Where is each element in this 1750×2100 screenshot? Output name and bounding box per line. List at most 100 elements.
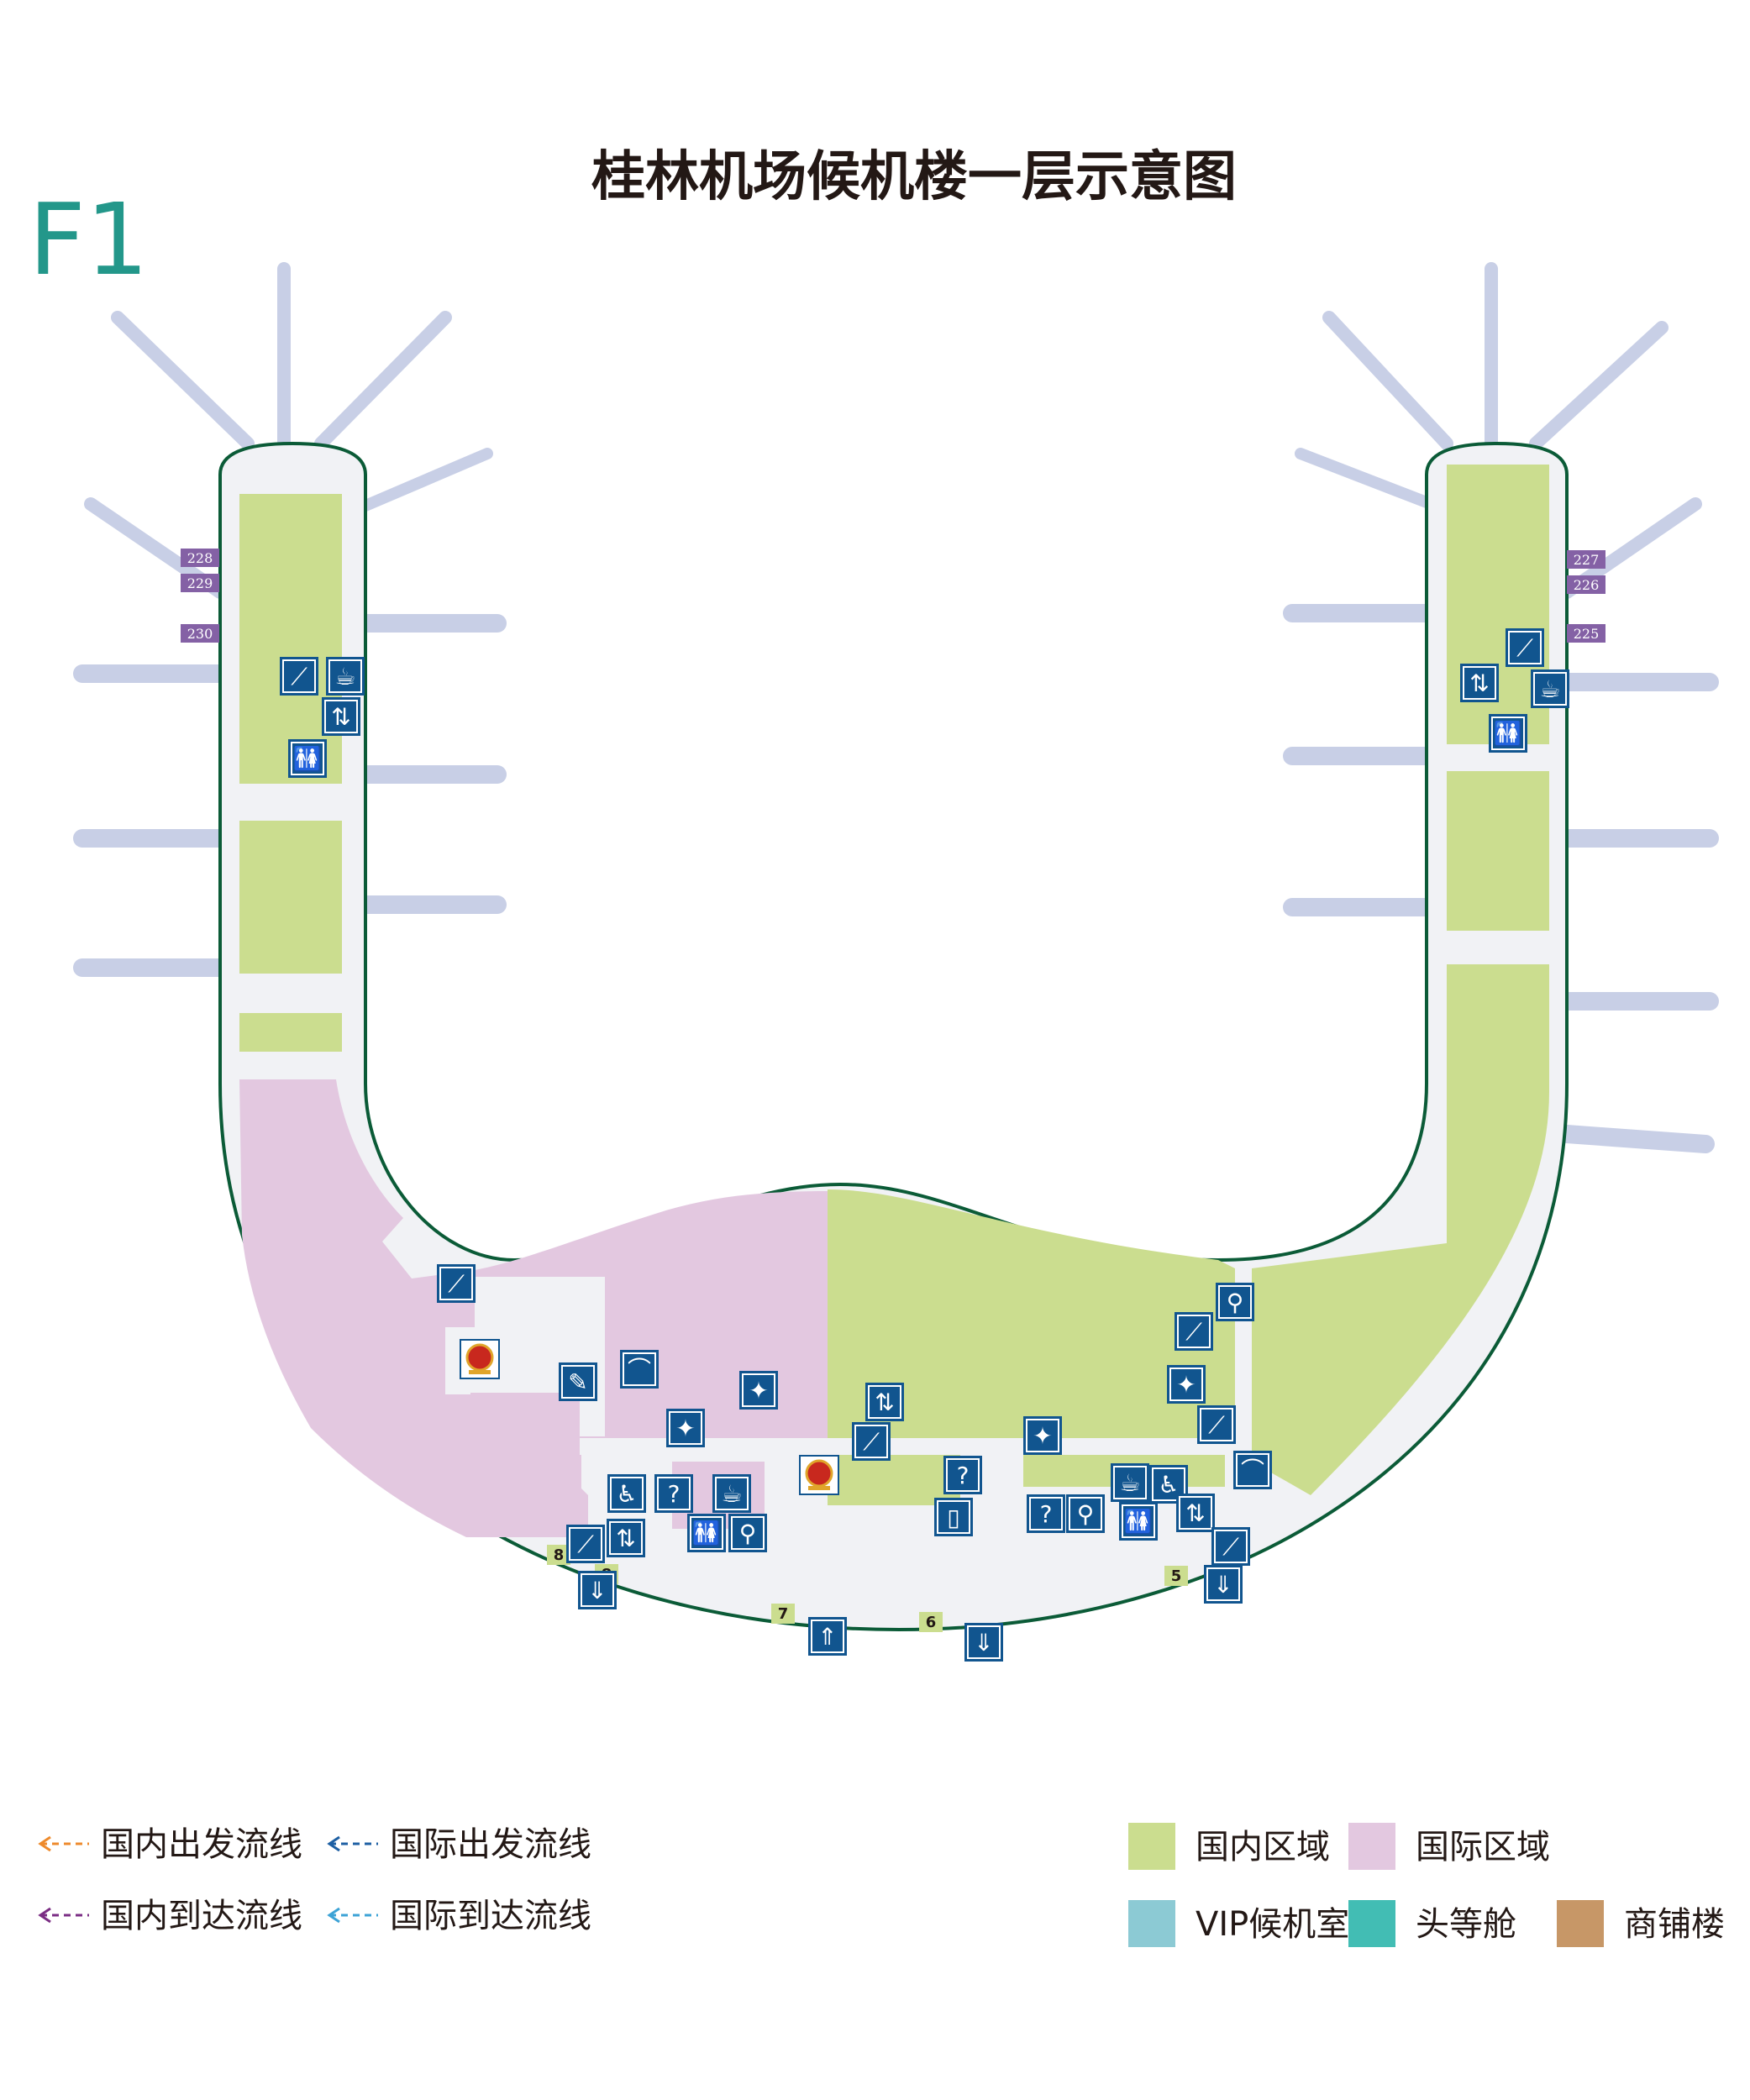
police-emblem-icon <box>460 1339 500 1379</box>
icon-tile <box>1066 1494 1105 1533</box>
domestic-zone <box>1447 771 1549 931</box>
icon-tile <box>1204 1565 1243 1604</box>
icon-frame <box>610 1477 644 1510</box>
legend-label: VIP候机室 <box>1196 1905 1349 1944</box>
entrance-icon: ⇓ <box>578 1571 617 1609</box>
icon-glyph: ⇅ <box>616 1525 635 1552</box>
gate-tag-bg <box>1567 550 1605 569</box>
cloakroom-icon: ⌒ <box>1233 1451 1272 1489</box>
icon-glyph: ♿ <box>616 1480 637 1508</box>
icon-frame <box>1177 1315 1211 1348</box>
icon-glyph: ⟋ <box>291 663 307 690</box>
legend-label: 国际到达流线 <box>390 1897 591 1935</box>
legend-vip-lounge: VIP候机室 <box>1128 1900 1349 1947</box>
legend-domestic-area: 国内区域 <box>1128 1823 1330 1870</box>
icon-frame <box>731 1516 765 1550</box>
escalator-icon: ⟋ <box>437 1264 476 1303</box>
legend-swatch <box>1128 1823 1175 1870</box>
domestic-zone <box>239 1013 342 1052</box>
icon-glyph: 🚻 <box>1124 1508 1154 1536</box>
icon-tile <box>687 1514 726 1552</box>
icon-tile <box>739 1371 778 1410</box>
icon-glyph: ⇅ <box>331 703 350 731</box>
cloakroom-icon: ⌒ <box>620 1350 659 1389</box>
icon-glyph: ⌒ <box>628 1356 651 1383</box>
icon-frame <box>1026 1419 1059 1452</box>
drinking-water-icon: ☕ <box>712 1474 751 1513</box>
icon-frame <box>1169 1368 1203 1401</box>
icon-frame <box>937 1500 970 1534</box>
icon-frame <box>868 1385 901 1419</box>
icon-glyph: ⟋ <box>1208 1411 1225 1439</box>
icon-tile <box>964 1623 1003 1662</box>
icon-frame <box>946 1458 980 1492</box>
door-number: 6 <box>926 1614 937 1631</box>
icon-frame <box>854 1425 888 1458</box>
icon-frame <box>1200 1408 1233 1441</box>
icon-tile <box>607 1519 645 1557</box>
icon-glyph: ⇅ <box>875 1389 894 1416</box>
icon-glyph: ? <box>957 1462 970 1489</box>
icon-frame <box>1236 1453 1269 1487</box>
icon-tile <box>607 1474 646 1513</box>
icon-frame <box>1029 1497 1063 1530</box>
icon-glyph: ⟋ <box>577 1530 594 1558</box>
jet-bridge <box>1558 1125 1715 1153</box>
door-6[interactable]: 6 <box>919 1612 943 1632</box>
icon-tile <box>1489 714 1527 753</box>
baggage-service-icon: ✦ <box>739 1371 778 1410</box>
gate-tag-bg <box>181 624 219 643</box>
icon-glyph: ⟋ <box>1185 1318 1202 1346</box>
icon-glyph: ☕ <box>334 663 355 690</box>
gate-228: 228 <box>181 549 219 567</box>
icon-tile <box>620 1350 659 1389</box>
icon-frame <box>1218 1285 1252 1319</box>
escalator-icon: ⟋ <box>1506 628 1544 667</box>
icon-glyph: ⇓ <box>587 1577 607 1604</box>
legend-swatch <box>1128 1900 1175 1947</box>
door-5[interactable]: 5 <box>1164 1566 1188 1586</box>
legend-intl-departure: 国际出发流线 <box>327 1825 591 1864</box>
icon-glyph: 🚻 <box>1494 720 1523 748</box>
legend-label: 头等舱 <box>1416 1905 1516 1944</box>
legend-swatch <box>1348 1900 1395 1947</box>
icon-glyph: ? <box>1040 1500 1053 1528</box>
icon-glyph: ✦ <box>1033 1422 1052 1450</box>
icon-tile <box>1460 664 1499 702</box>
icon-frame <box>1533 672 1567 706</box>
legend-swatch <box>1348 1823 1395 1870</box>
icon-tile <box>578 1571 617 1609</box>
icon-tile <box>712 1474 751 1513</box>
icon-frame <box>581 1573 614 1607</box>
icon-frame <box>561 1365 595 1399</box>
icon-tile <box>288 739 327 778</box>
emblem-disc <box>805 1459 833 1488</box>
gate-tag-bg <box>181 549 219 567</box>
information-baggage-icon: ? <box>654 1474 693 1513</box>
icon-tile <box>1119 1502 1158 1541</box>
icon-tile <box>1531 669 1569 708</box>
elevator-icon: ⇅ <box>322 697 360 736</box>
icon-frame <box>742 1373 775 1407</box>
icon-frame <box>715 1477 749 1510</box>
icon-glyph: ☕ <box>1539 675 1560 703</box>
icon-frame <box>1179 1496 1212 1530</box>
icon-frame <box>439 1267 473 1300</box>
legend-label: 国际区域 <box>1416 1828 1550 1866</box>
icon-tile <box>934 1498 973 1536</box>
entrance-icon: ⇓ <box>964 1623 1003 1662</box>
gate-tag-bg <box>1567 575 1605 594</box>
icon-frame <box>669 1411 702 1445</box>
escalator-icon: ⟋ <box>1211 1527 1250 1566</box>
icon-frame <box>1069 1497 1102 1530</box>
gate-number: 227 <box>1574 552 1600 568</box>
gate-number: 226 <box>1574 577 1600 593</box>
icon-tile <box>666 1409 705 1447</box>
door-tag-bg <box>1164 1566 1188 1586</box>
door-7[interactable]: 7 <box>771 1604 795 1624</box>
emblem-base <box>808 1486 830 1490</box>
icon-glyph: ⟋ <box>863 1428 880 1456</box>
door-number: 5 <box>1171 1567 1182 1585</box>
legend-dom-departure: 国内出发流线 <box>38 1825 302 1864</box>
